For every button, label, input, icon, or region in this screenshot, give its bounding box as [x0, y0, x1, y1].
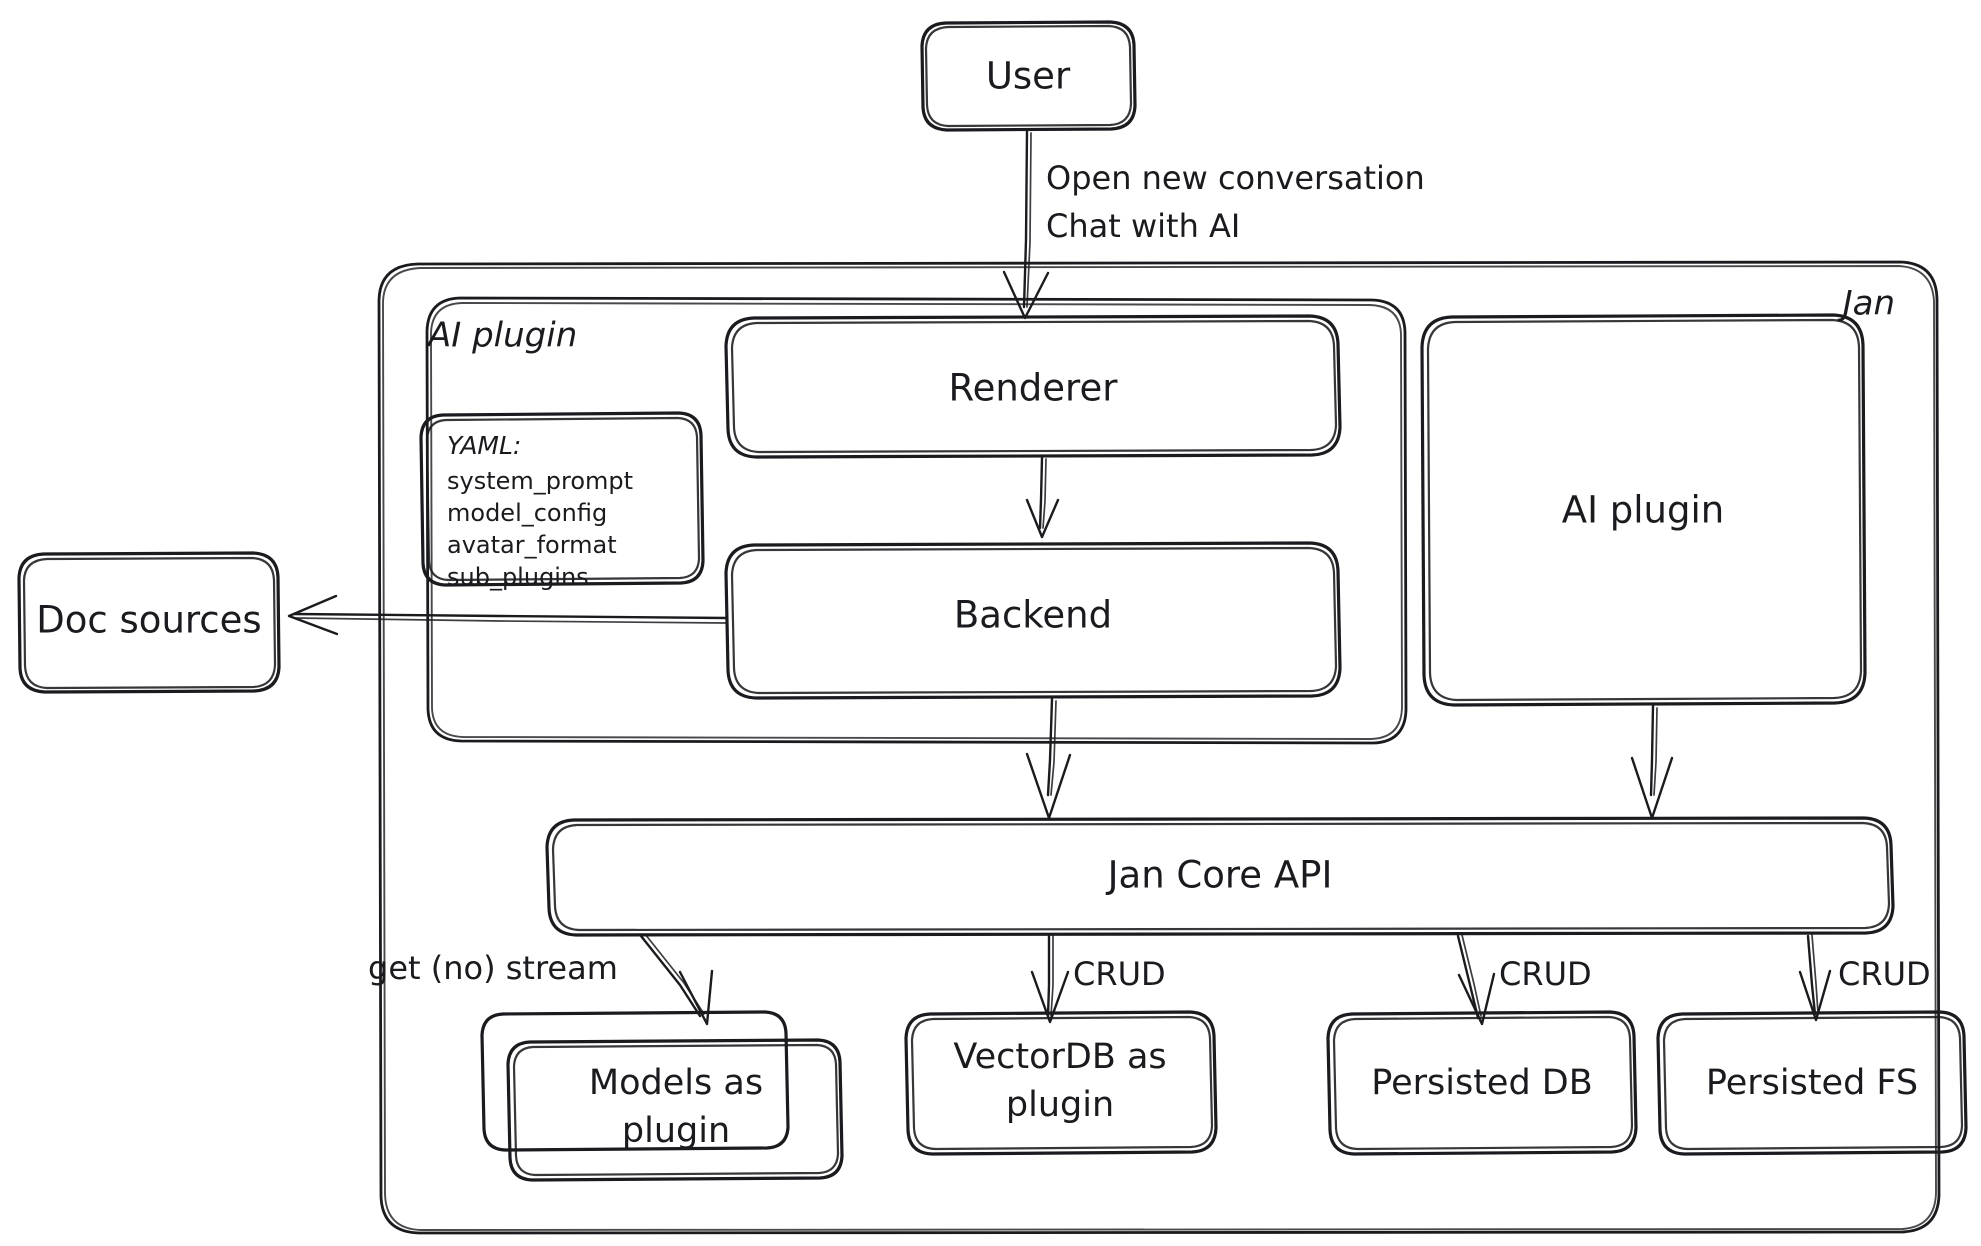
node-persisted-db-label: Persisted DB: [1371, 1063, 1593, 1103]
node-ai-plugin-right-label: AI plugin: [1562, 489, 1724, 532]
edge-core-to-vectordb: CRUD: [1030, 934, 1166, 1024]
yaml-note-item-3: sub_plugins: [447, 563, 589, 591]
edge-backend-to-doc-sources: [287, 594, 728, 636]
node-doc-sources[interactable]: Doc sources: [17, 551, 281, 694]
yaml-note-header: YAML:: [447, 431, 521, 460]
yaml-note-item-0: system_prompt: [447, 467, 633, 495]
edge-aiplugin-to-core: [1630, 704, 1674, 820]
node-models-as-plugin[interactable]: Models as plugin: [480, 1010, 844, 1182]
edge-core-to-persisted-fs-label: CRUD: [1838, 955, 1931, 993]
node-jan-core-api-label: Jan Core API: [1106, 854, 1333, 897]
container-jan[interactable]: Jan: [377, 260, 1941, 1235]
node-persisted-db[interactable]: Persisted DB: [1326, 1010, 1638, 1156]
node-models-as-plugin-label-line1: Models as: [589, 1063, 763, 1103]
node-models-as-plugin-label-line2: plugin: [622, 1111, 730, 1151]
node-vectordb-as-plugin[interactable]: VectorDB as plugin: [904, 1010, 1218, 1156]
node-backend[interactable]: Backend: [724, 541, 1342, 700]
node-backend-label: Backend: [954, 594, 1112, 637]
node-vectordb-as-plugin-label-line1: VectorDB as: [953, 1037, 1166, 1077]
node-renderer-label: Renderer: [949, 367, 1119, 410]
edge-core-to-vectordb-label: CRUD: [1073, 955, 1166, 993]
node-doc-sources-label: Doc sources: [36, 599, 261, 642]
node-jan-core-api[interactable]: Jan Core API: [545, 816, 1895, 937]
container-ai-plugin-group-label: AI plugin: [426, 316, 577, 356]
yaml-note-item-2: avatar_format: [447, 531, 617, 559]
edge-user-to-renderer-label-line2: Chat with AI: [1046, 207, 1240, 245]
node-persisted-fs[interactable]: Persisted FS: [1656, 1010, 1968, 1156]
edge-core-to-models-label: get (no) stream: [368, 949, 618, 987]
node-user[interactable]: User: [920, 20, 1137, 132]
node-persisted-fs-label: Persisted FS: [1706, 1063, 1918, 1103]
edge-backend-to-core: [1025, 697, 1072, 820]
edge-core-to-persisted-db: CRUD: [1456, 934, 1592, 1026]
yaml-note-item-1: model_config: [447, 499, 607, 527]
edge-renderer-to-backend: [1025, 456, 1060, 539]
edge-user-to-renderer-label-line1: Open new conversation: [1046, 159, 1425, 197]
node-vectordb-as-plugin-label-line2: plugin: [1006, 1085, 1114, 1125]
edge-core-to-persisted-fs: CRUD: [1798, 934, 1931, 1022]
node-ai-plugin-right[interactable]: AI plugin: [1420, 313, 1867, 707]
edge-core-to-persisted-db-label: CRUD: [1499, 955, 1592, 993]
node-renderer[interactable]: Renderer: [724, 314, 1342, 459]
node-user-label: User: [986, 55, 1071, 98]
container-ai-plugin-group[interactable]: AI plugin: [425, 296, 1408, 745]
edge-core-to-models: get (no) stream: [368, 933, 714, 1026]
yaml-note-box[interactable]: YAML: system_prompt model_config avatar_…: [419, 411, 705, 591]
edge-user-to-renderer: Open new conversation Chat with AI: [1002, 129, 1425, 320]
